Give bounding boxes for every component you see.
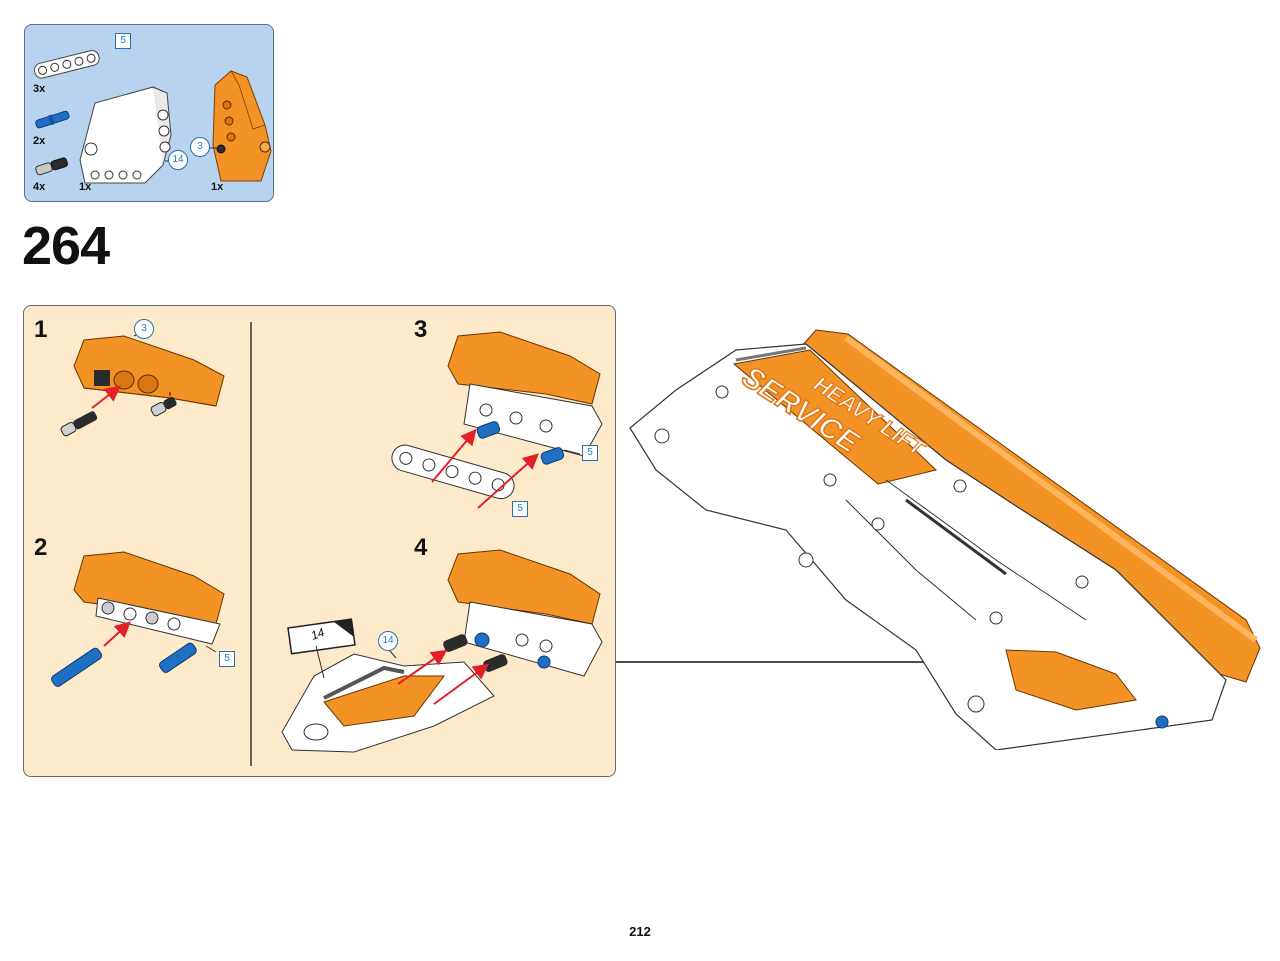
part-callout-circle: 3 — [190, 137, 210, 157]
part-callout-square: 5 — [115, 33, 131, 49]
page-number: 212 — [629, 924, 651, 939]
part-quantity: 4x — [33, 181, 46, 193]
subassembly-panel: 1 3 2 5 3 5 5 4 14 14 — [23, 305, 616, 777]
substep-2-illustration — [51, 551, 225, 687]
substep-1-illustration — [60, 331, 225, 437]
part-quantity: 1x — [79, 181, 92, 193]
step-number: 264 — [22, 216, 110, 276]
sticker-callout — [287, 618, 356, 655]
white-panel-part — [79, 86, 172, 184]
substep-label: 2 — [34, 534, 48, 561]
beam-5-part — [33, 50, 100, 79]
parts-list: 5 3x 2x 4x 1x 14 3 1x — [24, 24, 274, 202]
substep-label: 3 — [414, 316, 428, 343]
orange-panel-part — [212, 70, 272, 182]
substep-callout: 14 — [378, 631, 398, 651]
substep-label: 4 — [414, 534, 428, 561]
subassembly-illustrations — [51, 322, 603, 766]
blue-pin-part — [35, 110, 70, 129]
part-callout-circle: 14 — [168, 150, 188, 170]
substep-3-illustration — [391, 331, 603, 509]
part-quantity: 1x — [211, 181, 224, 193]
part-quantity: 2x — [33, 135, 46, 147]
substep-callout: 5 — [219, 651, 235, 667]
black-pin-part — [35, 157, 68, 176]
substep-callout: 3 — [134, 319, 154, 339]
main-assembly-illustration: HEAVY LIFT SERVICE — [616, 329, 1261, 750]
parts-illustrations — [33, 50, 272, 184]
substep-callout: 5 — [512, 501, 528, 517]
part-quantity: 3x — [33, 83, 46, 95]
substep-4-illustration — [281, 549, 603, 753]
substep-callout: 5 — [582, 445, 598, 461]
substep-label: 1 — [34, 316, 48, 343]
